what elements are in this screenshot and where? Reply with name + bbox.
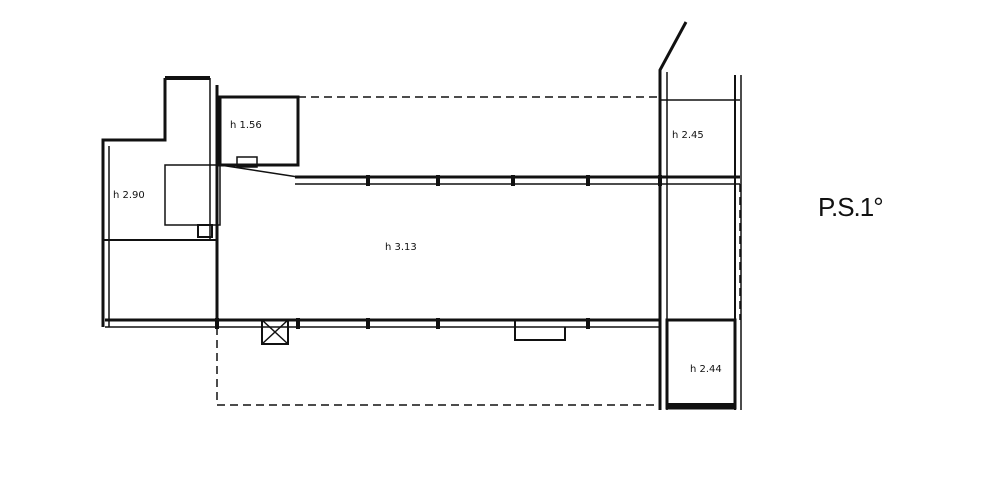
dashed-bottom: [216, 327, 660, 406]
room-label-3: h 2.90: [113, 190, 145, 201]
room-label-1: h 1.56: [230, 120, 262, 131]
wall-left-block: [101, 78, 167, 327]
room-label-5: h 2.44: [690, 364, 722, 375]
room-label-main: h 3.13: [385, 242, 417, 253]
room-label-2: h 2.45: [672, 130, 704, 141]
floor-title: P.S.1°: [818, 192, 884, 222]
